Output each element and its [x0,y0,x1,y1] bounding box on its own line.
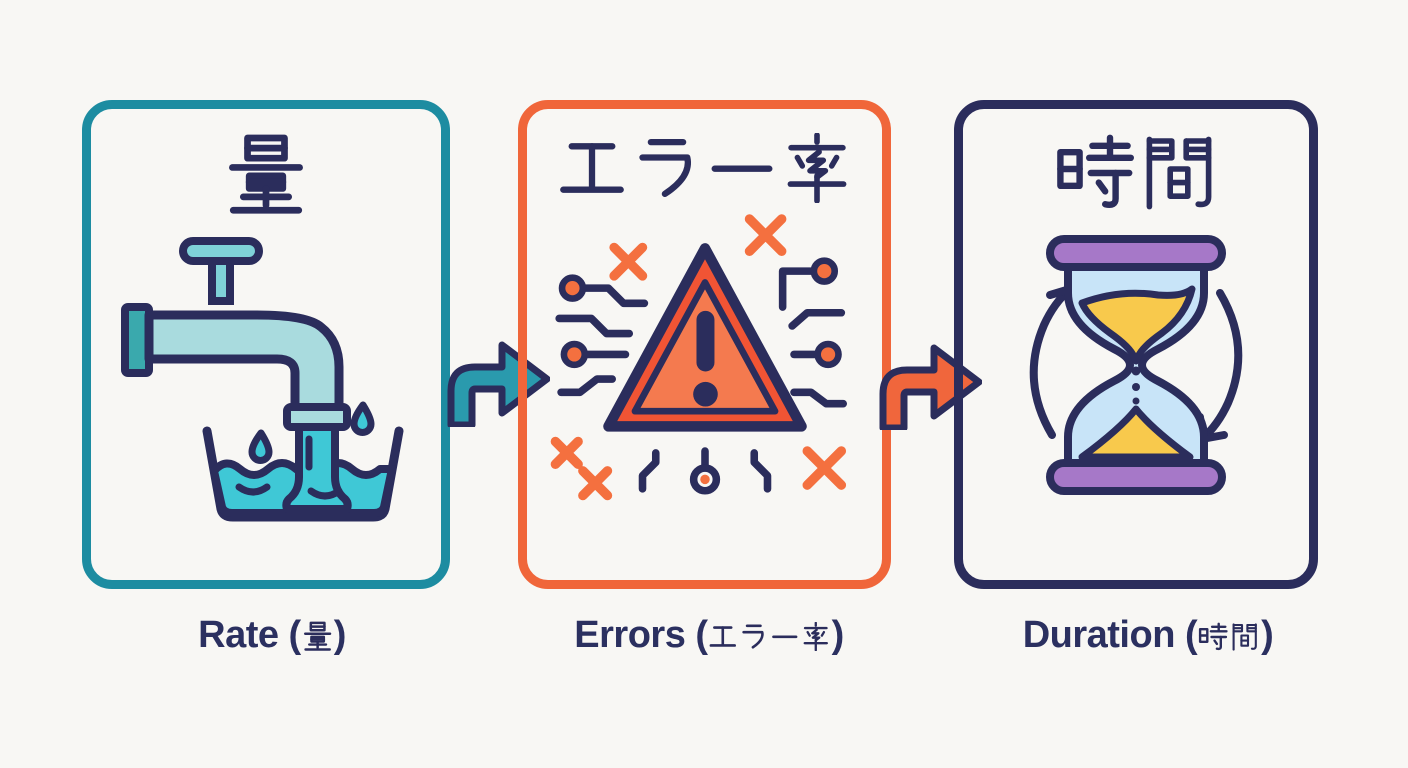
kanji-ritsu-glyph-small [802,622,831,651]
label-duration: Duration () [1023,614,1274,657]
choonpu-glyph-small [771,622,800,651]
katakana-ra-glyph [632,133,702,203]
kanji-ritsu-glyph [782,133,852,203]
kanji-kan-glyph-small [1230,622,1260,652]
label-errors-suffix: ) [831,614,845,656]
katakana-e-glyph [557,133,627,203]
kanji-ji-glyph-small [1198,622,1228,652]
warning-triangle-icon [527,207,883,522]
label-rate-suffix: ) [333,614,347,656]
panel-duration: 時間 [954,100,1318,589]
kanji-kan-glyph [1139,133,1219,213]
label-duration-suffix: ) [1261,614,1274,656]
hourglass-icon [986,217,1286,510]
kanji-ryou-glyph-small [302,621,333,652]
kanji-ryou-glyph [224,133,308,217]
panel-errors-header: エラー率 [557,133,852,203]
label-duration-prefix: Duration ( [1022,614,1198,656]
choonpu-glyph [707,133,777,203]
label-rate-prefix: Rate ( [198,614,301,656]
katakana-ra-glyph-small [740,622,769,651]
panel-duration-header: 時間 [1054,133,1219,213]
panel-rate: 量 [82,100,450,589]
kanji-ji-glyph [1054,133,1134,213]
label-errors: Errors () [574,614,845,657]
panel-rate-header: 量 [224,133,308,217]
katakana-e-glyph-small [709,622,738,651]
panel-errors: エラー率 [518,100,891,589]
faucet-icon [111,221,421,536]
label-errors-prefix: Errors ( [574,614,708,656]
label-rate: Rate () [198,614,346,657]
